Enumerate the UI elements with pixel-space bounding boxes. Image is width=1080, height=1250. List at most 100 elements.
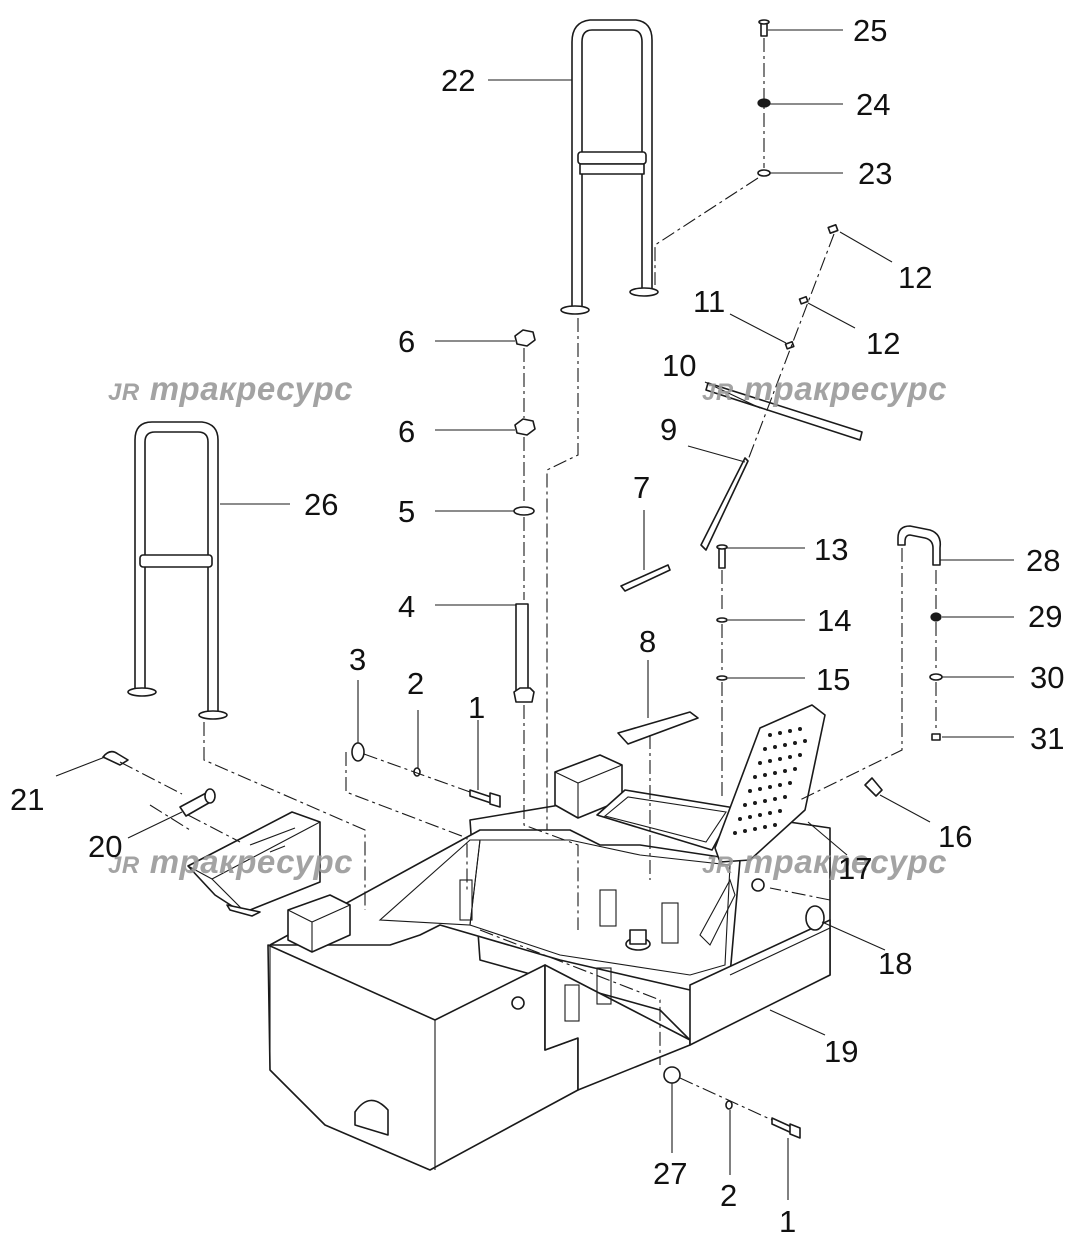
pin-20 (179, 788, 216, 817)
callout-2-left: 2 (407, 666, 425, 701)
lid-hole (793, 767, 797, 771)
bolt-set-bottom (663, 1066, 801, 1139)
fastener-column (513, 329, 536, 703)
watermark-logo-icon: JR (702, 379, 734, 406)
lid-hole (783, 769, 787, 773)
callout-12-top: 12 (898, 260, 933, 295)
watermark-text: тракресурс (149, 370, 353, 407)
callout-9: 9 (660, 412, 678, 447)
slat-and-plate (617, 564, 699, 745)
lid-hole (773, 797, 777, 801)
callout-13: 13 (814, 532, 849, 567)
lid-hole (763, 773, 767, 777)
lid-hole (758, 787, 762, 791)
lid-hole (768, 759, 772, 763)
lid-hole (743, 803, 747, 807)
watermark: JR тракресурс (702, 843, 947, 881)
handrail-22 (560, 19, 659, 315)
watermark: JR тракресурс (108, 370, 353, 408)
bolt-set-left (351, 742, 501, 808)
handrail-26 (127, 421, 228, 720)
lid-hole (758, 813, 762, 817)
grommet-18 (805, 905, 825, 931)
callout-8: 8 (639, 624, 657, 659)
lid-hole (753, 827, 757, 831)
callout-4: 4 (398, 589, 416, 624)
frame-top-box-left (287, 894, 351, 953)
perforated-lid-17 (714, 704, 826, 863)
lid-hole (763, 799, 767, 803)
callout-3: 3 (349, 642, 367, 677)
callout-25: 25 (853, 13, 888, 48)
callout-1-bottom: 1 (779, 1204, 797, 1239)
watermark-logo-icon: JR (108, 379, 140, 406)
frame-body (267, 804, 831, 1171)
lid-hole (803, 739, 807, 743)
lid-hole (793, 741, 797, 745)
watermark-logo-icon: JR (108, 852, 140, 879)
latch-21 (102, 750, 129, 766)
watermark: JR тракресурс (702, 370, 947, 408)
lid-hole (738, 817, 742, 821)
handle-28 (897, 525, 942, 566)
lid-hole (788, 781, 792, 785)
lid-hole (778, 809, 782, 813)
callout-10: 10 (662, 348, 697, 383)
callout-21: 21 (10, 782, 45, 817)
lid-hole (778, 731, 782, 735)
lid-hole (748, 789, 752, 793)
lid-hole (788, 729, 792, 733)
fastener-stack-center (716, 544, 728, 681)
watermark-text: тракресурс (149, 843, 353, 880)
callout-18: 18 (878, 946, 913, 981)
lid-hole (753, 775, 757, 779)
lid-hole (768, 785, 772, 789)
watermark-text: тракресурс (743, 370, 947, 407)
lid-hole (753, 801, 757, 805)
lid-hole (768, 811, 772, 815)
watermark: JR тракресурс (108, 843, 353, 881)
lid-hole (763, 747, 767, 751)
lid-hole (768, 733, 772, 737)
callout-14: 14 (817, 603, 852, 638)
leader-lines (55, 29, 1014, 1200)
callout-16: 16 (938, 819, 973, 854)
tray (187, 811, 321, 917)
callout-30: 30 (1030, 660, 1065, 695)
callout-26: 26 (304, 487, 339, 522)
rod-and-bar (700, 224, 863, 551)
callout-1-left: 1 (468, 690, 486, 725)
callout-6-top: 6 (398, 324, 416, 359)
watermark-logo-icon: JR (702, 852, 734, 879)
lid-hole (773, 771, 777, 775)
callout-31: 31 (1030, 721, 1065, 756)
callout-5: 5 (398, 494, 416, 529)
lid-hole (758, 761, 762, 765)
callout-23: 23 (858, 156, 893, 191)
callout-11: 11 (693, 284, 726, 319)
callout-7: 7 (633, 470, 651, 505)
callout-2-bottom: 2 (720, 1178, 738, 1213)
callout-20: 20 (88, 829, 123, 864)
lid-hole (778, 783, 782, 787)
lid-hole (798, 727, 802, 731)
assembly-lines (119, 38, 937, 1121)
lid-hole (783, 743, 787, 747)
lid-hole (743, 829, 747, 833)
callout-17: 17 (838, 851, 873, 886)
callout-19: 19 (824, 1034, 859, 1069)
callout-15: 15 (816, 662, 851, 697)
lid-hole (788, 755, 792, 759)
lid-hole (773, 823, 777, 827)
lid-hole (773, 745, 777, 749)
watermark-text: тракресурс (743, 843, 947, 880)
lid-hole (748, 815, 752, 819)
callout-29: 29 (1028, 599, 1063, 634)
lid-hole (763, 825, 767, 829)
callout-22: 22 (441, 63, 476, 98)
lid-hole (783, 795, 787, 799)
clip-16 (864, 777, 883, 797)
callout-27: 27 (653, 1156, 688, 1191)
